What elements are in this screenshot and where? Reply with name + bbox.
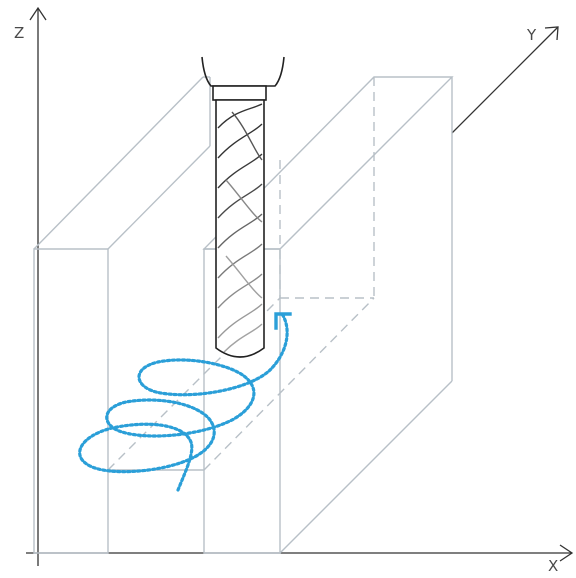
flute-2 bbox=[217, 123, 263, 159]
y-axis-label: Y bbox=[526, 26, 537, 44]
right-wall-bottom-edge bbox=[279, 380, 453, 554]
x-axis-arrowhead bbox=[559, 544, 574, 562]
flute-back-3 bbox=[225, 255, 263, 299]
flute-back-2 bbox=[225, 179, 263, 223]
flute-4 bbox=[217, 183, 263, 219]
flute-7 bbox=[217, 273, 263, 309]
flute-1 bbox=[217, 103, 263, 129]
left-wall-top-back-edge bbox=[33, 76, 204, 250]
left-wall-top-inner-edge bbox=[107, 145, 211, 250]
coordinate-axes bbox=[26, 6, 574, 566]
rotation-arrow-icon bbox=[274, 312, 292, 330]
tool-holder bbox=[201, 56, 285, 87]
y-axis-arrowhead bbox=[544, 26, 559, 41]
tool-shank bbox=[212, 85, 267, 101]
hidden-slot-floor-diagonal bbox=[203, 297, 375, 471]
flute-5 bbox=[217, 213, 263, 249]
z-axis-arrowhead bbox=[29, 6, 47, 21]
left-wall-front-face bbox=[33, 248, 109, 554]
end-mill-cutter-icon bbox=[201, 56, 285, 358]
x-axis-label: X bbox=[548, 557, 558, 573]
tool-flutes bbox=[217, 103, 263, 353]
helical-toolpath-icon bbox=[78, 312, 292, 492]
flute-back-1 bbox=[231, 111, 263, 161]
flute-9 bbox=[223, 323, 263, 353]
flute-8 bbox=[217, 303, 263, 339]
flute-6 bbox=[217, 243, 263, 279]
z-axis-label: Z bbox=[14, 24, 24, 42]
toolpath-spiral bbox=[78, 312, 289, 492]
y-axis-line bbox=[451, 26, 559, 134]
